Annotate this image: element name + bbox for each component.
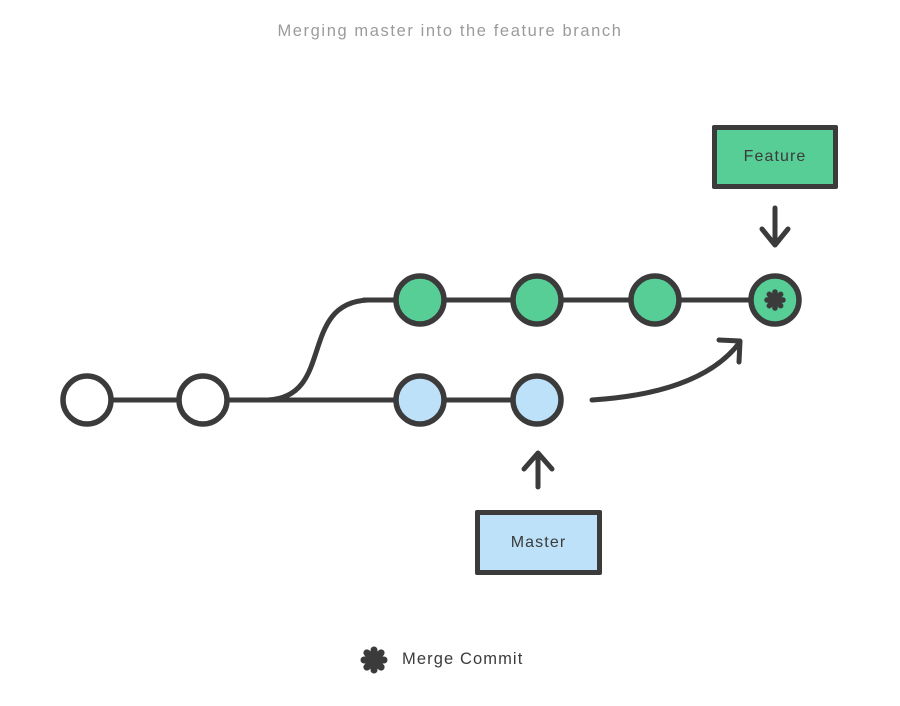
commit-node-master-2 [510,373,564,427]
diagram-title: Merging master into the feature branch [277,22,623,40]
commit-node-feature-1 [393,273,447,327]
feature-branch-label-text: Feature [743,148,807,165]
merge-curve-arrowhead-icon [716,337,743,365]
master-branch-label-box: Master [475,510,602,575]
feature-branch-label-box: Feature [712,125,838,189]
merge-commit-asterisk-icon [764,289,786,311]
master-pointer-arrowhead-icon [521,450,555,472]
legend-label: Merge Commit [402,650,524,668]
branch-split-curve [265,297,371,403]
commit-node-master-1 [393,373,447,427]
commit-node-feature-2 [510,273,564,327]
commit-node-shared-1 [60,373,114,427]
commit-node-shared-2 [176,373,230,427]
legend-merge-commit-asterisk-icon [360,646,388,674]
master-branch-label-text: Master [510,533,567,551]
feature-pointer-arrowhead-icon [759,226,791,248]
merge-curve-arrow [589,339,743,403]
commit-node-feature-3 [628,273,682,327]
